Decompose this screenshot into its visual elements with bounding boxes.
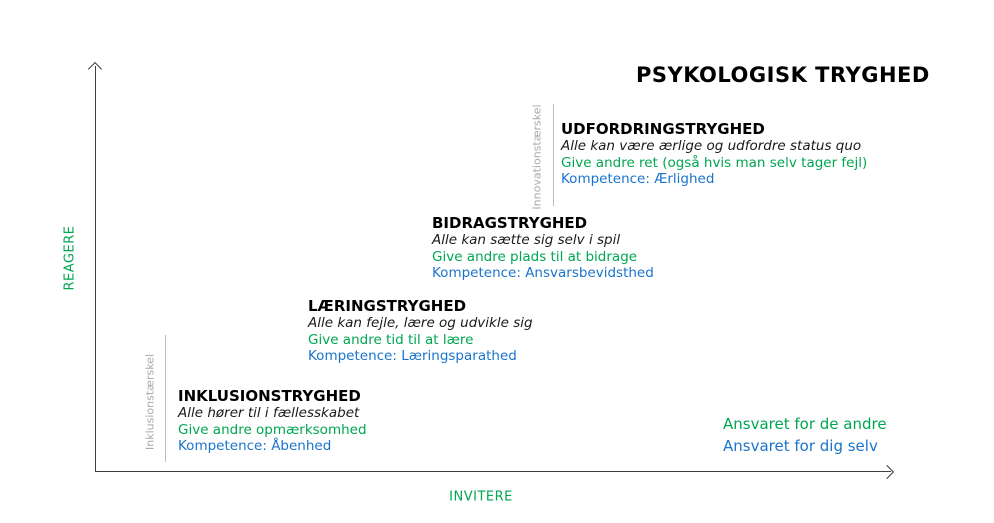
inclusion-threshold-label: Inklusionstærskel [143, 353, 157, 451]
stage-competence-line: Kompetence: Læringsparathed [308, 348, 517, 364]
stage-description: Alle kan fejle, lære og udvikle sig [308, 315, 533, 331]
stage-udfordringstryghed: UDFORDRINGSTRYGHED Alle kan være ærlige … [561, 120, 867, 188]
stage-title: INKLUSIONSTRYGHED [178, 387, 361, 405]
x-axis-line [95, 471, 891, 472]
x-axis-label: INVITERE [449, 489, 513, 505]
responsibility-legend: Ansvaret for de andre Ansvaret for dig s… [723, 413, 887, 457]
stage-title: UDFORDRINGSTRYGHED [561, 120, 765, 138]
diagram-title: PSYKOLOGISK TRYGHED [636, 63, 930, 87]
stage-competence-line: Kompetence: Ærlighed [561, 171, 715, 187]
stage-competence-line: Kompetence: Ansvarsbevidsthed [432, 265, 654, 281]
stage-competence-line: Kompetence: Åbenhed [178, 438, 332, 454]
legend-responsibility-self: Ansvaret for dig selv [723, 437, 878, 455]
stage-give-line: Give andre tid til at lære [308, 331, 474, 348]
innovation-threshold-line [553, 104, 554, 206]
inclusion-threshold-line [165, 335, 166, 462]
stage-bidragstryghed: BIDRAGSTRYGHED Alle kan sætte sig selv i… [432, 214, 654, 282]
y-axis-line [95, 66, 96, 472]
stage-description: Alle kan være ærlige og udfordre status … [561, 138, 862, 154]
y-axis-label: REAGERE [62, 225, 78, 291]
stage-description: Alle kan sætte sig selv i spil [432, 232, 621, 248]
stage-title: BIDRAGSTRYGHED [432, 214, 588, 232]
stage-laeringstryghed: LÆRINGSTRYGHED Alle kan fejle, lære og u… [308, 297, 533, 365]
stage-title: LÆRINGSTRYGHED [308, 297, 467, 315]
stage-description: Alle hører til i fællesskabet [178, 405, 360, 421]
stage-give-line: Give andre plads til at bidrage [432, 248, 638, 265]
legend-responsibility-others: Ansvaret for de andre [723, 415, 887, 433]
stage-inklusionstryghed: INKLUSIONSTRYGHED Alle hører til i fælle… [178, 387, 367, 455]
innovation-threshold-label: Innovationstærskel [530, 104, 544, 210]
x-axis-arrowhead-icon [879, 464, 895, 480]
y-axis-arrowhead-icon [87, 61, 103, 77]
stage-give-line: Give andre ret (også hvis man selv tager… [561, 154, 868, 171]
stage-give-line: Give andre opmærksomhed [178, 421, 367, 438]
